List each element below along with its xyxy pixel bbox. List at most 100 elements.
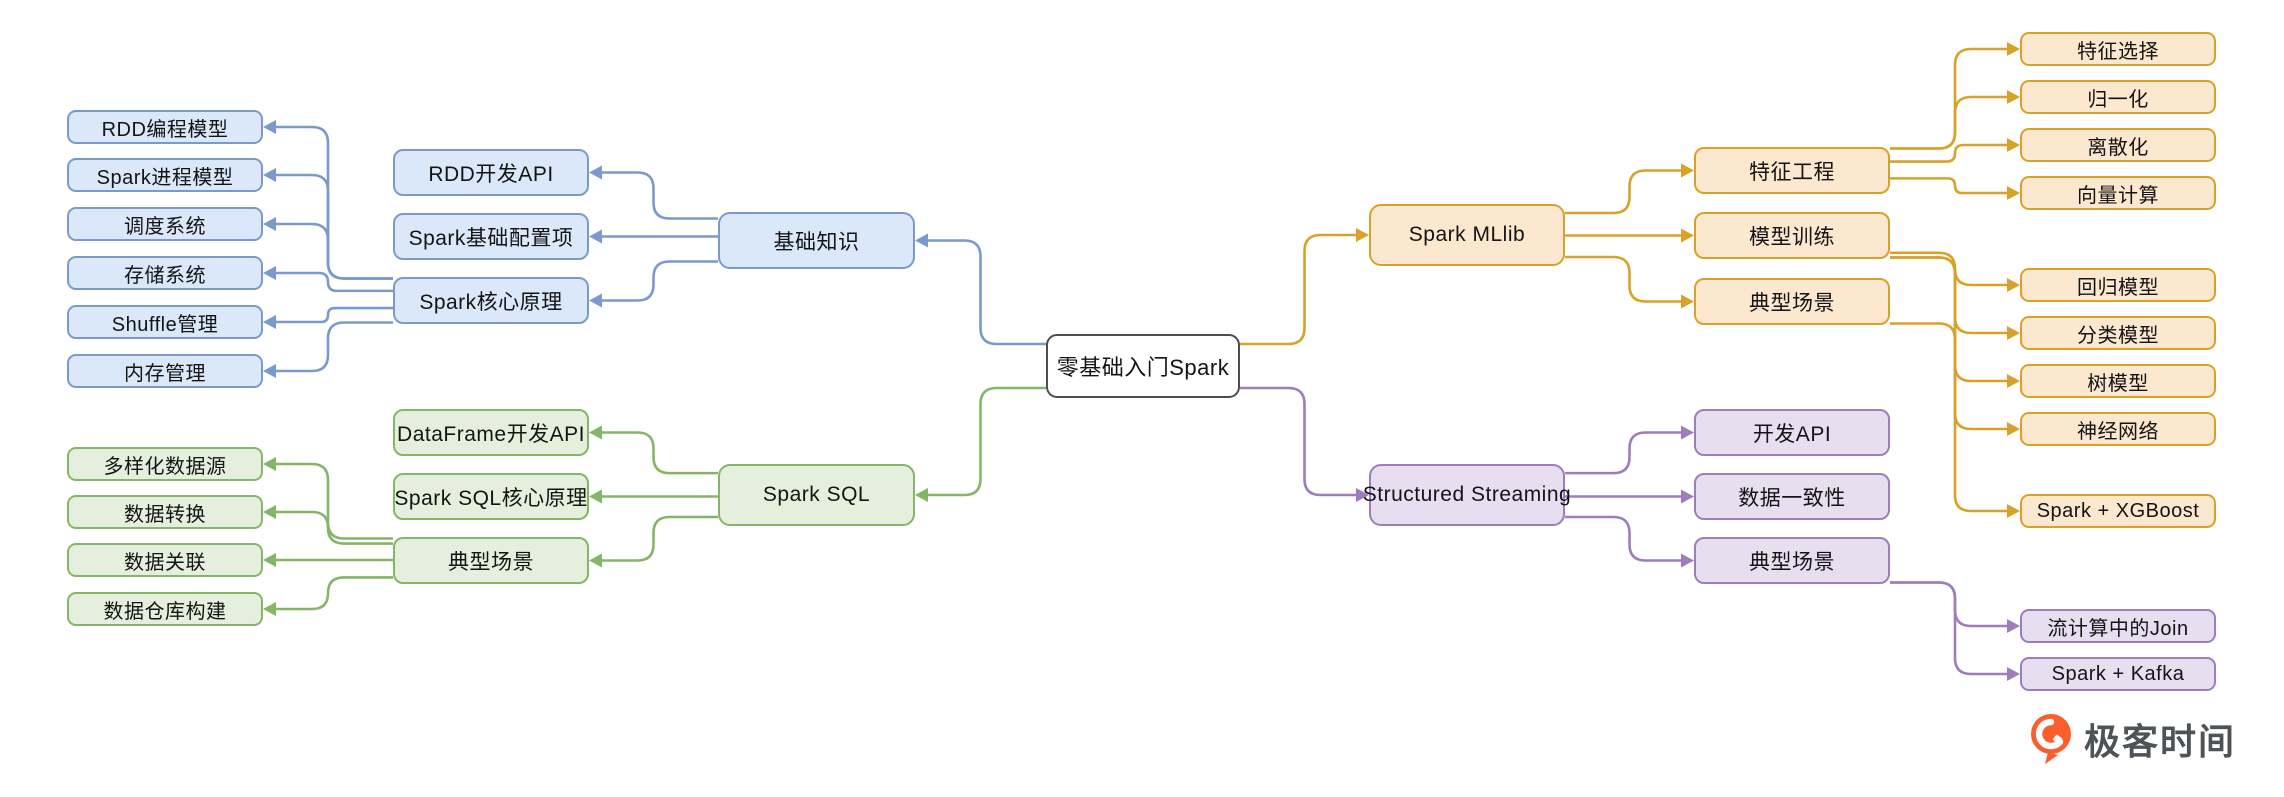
arrowhead-join — [263, 553, 276, 567]
edge-feature-eng-discretize — [1890, 143, 2009, 163]
arrowhead-consistency — [1681, 489, 1694, 504]
arrowhead-sql-scenarios — [589, 553, 602, 568]
arrowhead-storage — [263, 266, 276, 280]
node-dataframe-api: DataFrame开发API — [393, 409, 589, 456]
arrowhead-dataframe-api — [589, 425, 602, 440]
arrowhead-spark-core — [589, 293, 602, 308]
node-regression: 回归模型 — [2020, 268, 2216, 302]
node-model-training: 模型训练 — [1694, 212, 1890, 259]
edge-root-basics — [926, 239, 1046, 346]
arrowhead-streaming — [1356, 488, 1369, 502]
arrowhead-normalize — [2007, 90, 2020, 104]
edge-model-training-classification — [1890, 256, 2009, 335]
edge-spark-core-spark-process-model — [274, 173, 393, 280]
arrowhead-dev-api — [1681, 425, 1694, 440]
arrowhead-shuffle — [263, 315, 276, 329]
arrowhead-warehouse — [263, 602, 276, 616]
edge-spark-core-memory — [274, 321, 393, 373]
edge-spark-sql-dataframe-api — [600, 431, 718, 475]
arrowhead-nn — [2007, 422, 2020, 436]
arrowhead-ml-scenarios — [1681, 294, 1694, 309]
node-feature-eng: 特征工程 — [1694, 147, 1890, 194]
node-root: 零基础入门Spark — [1046, 334, 1240, 398]
node-ss-scenarios: 典型场景 — [1694, 537, 1890, 584]
arrowhead-spark-process-model — [263, 168, 276, 182]
node-scheduling: 调度系统 — [67, 207, 263, 241]
geektime-logo: 极客时间 — [2028, 712, 2236, 766]
node-spark-process-model: Spark进程模型 — [67, 158, 263, 192]
arrowhead-xgboost — [2007, 504, 2020, 518]
arrowhead-spark-config — [589, 229, 602, 244]
edge-streaming-dev-api — [1565, 431, 1683, 475]
edge-model-training-tree — [1890, 256, 2009, 383]
node-datasources: 多样化数据源 — [67, 447, 263, 481]
edge-spark-mllib-ml-scenarios — [1565, 255, 1683, 303]
edge-spark-core-scheduling — [274, 222, 393, 280]
node-streaming: Structured Streaming — [1363, 464, 1571, 526]
node-rdd-api: RDD开发API — [393, 149, 589, 196]
arrowhead-memory — [263, 364, 276, 378]
edge-spark-sql-sql-scenarios — [600, 515, 718, 562]
node-sql-core: Spark SQL核心原理 — [393, 473, 589, 520]
node-vector: 向量计算 — [2020, 176, 2216, 210]
arrowhead-classification — [2007, 326, 2020, 340]
geektime-logo-icon — [2031, 714, 2071, 764]
edge-feature-eng-normalize — [1890, 95, 2009, 150]
edge-basics-spark-core — [600, 260, 718, 302]
node-discretize: 离散化 — [2020, 128, 2216, 162]
node-join: 数据关联 — [67, 543, 263, 577]
arrowhead-regression — [2007, 278, 2020, 292]
edge-spark-mllib-feature-eng — [1565, 169, 1683, 215]
node-nn: 神经网络 — [2020, 412, 2216, 446]
edge-root-streaming — [1240, 386, 1358, 497]
node-normalize: 归一化 — [2020, 80, 2216, 114]
arrowhead-transform — [263, 505, 276, 519]
edge-root-spark-sql — [926, 386, 1046, 497]
edge-feature-eng-vector — [1890, 177, 2009, 195]
arrowhead-vector — [2007, 186, 2020, 200]
edge-streaming-ss-scenarios — [1565, 515, 1683, 562]
arrowhead-feature-eng — [1681, 163, 1694, 178]
node-shuffle: Shuffle管理 — [67, 305, 263, 339]
node-spark-sql: Spark SQL — [718, 464, 915, 526]
node-spark-mllib: Spark MLlib — [1369, 204, 1565, 266]
arrowhead-tree — [2007, 374, 2020, 388]
node-xgboost: Spark + XGBoost — [2020, 494, 2216, 528]
edge-ml-scenarios-xgboost — [1890, 322, 2009, 513]
node-ml-scenarios: 典型场景 — [1694, 278, 1890, 325]
edge-basics-rdd-api — [600, 171, 718, 220]
edge-sql-scenarios-transform — [274, 510, 393, 545]
arrowhead-basics — [915, 233, 928, 248]
node-memory: 内存管理 — [67, 354, 263, 388]
edge-spark-core-rdd-prog-model — [274, 125, 393, 280]
node-consistency: 数据一致性 — [1694, 473, 1890, 520]
edge-ss-scenarios-stream-join — [1890, 581, 2009, 628]
edge-ss-scenarios-kafka — [1890, 581, 2009, 676]
edge-sql-scenarios-warehouse — [274, 576, 393, 611]
geektime-logo-text: 极客时间 — [2084, 721, 2237, 762]
node-rdd-prog-model: RDD编程模型 — [67, 110, 263, 144]
arrowhead-kafka — [2007, 667, 2020, 681]
node-kafka: Spark + Kafka — [2020, 657, 2216, 691]
node-spark-core: Spark核心原理 — [393, 277, 589, 324]
arrowhead-rdd-prog-model — [263, 120, 276, 134]
edge-spark-core-shuffle — [274, 306, 393, 324]
arrowhead-discretize — [2007, 138, 2020, 152]
edge-root-spark-mllib — [1240, 233, 1358, 346]
arrowhead-sql-core — [589, 489, 602, 504]
node-transform: 数据转换 — [67, 495, 263, 529]
node-spark-config: Spark基础配置项 — [393, 213, 589, 260]
arrowhead-spark-sql — [915, 488, 928, 502]
arrowhead-scheduling — [263, 217, 276, 231]
arrowhead-stream-join — [2007, 619, 2020, 633]
node-basics: 基础知识 — [718, 212, 915, 269]
node-storage: 存储系统 — [67, 256, 263, 290]
arrowhead-datasources — [263, 457, 276, 471]
arrowhead-spark-mllib — [1356, 228, 1369, 242]
node-warehouse: 数据仓库构建 — [67, 592, 263, 626]
edge-sql-scenarios-datasources — [274, 462, 393, 540]
edge-model-training-nn — [1890, 256, 2009, 431]
arrowhead-ss-scenarios — [1681, 553, 1694, 568]
